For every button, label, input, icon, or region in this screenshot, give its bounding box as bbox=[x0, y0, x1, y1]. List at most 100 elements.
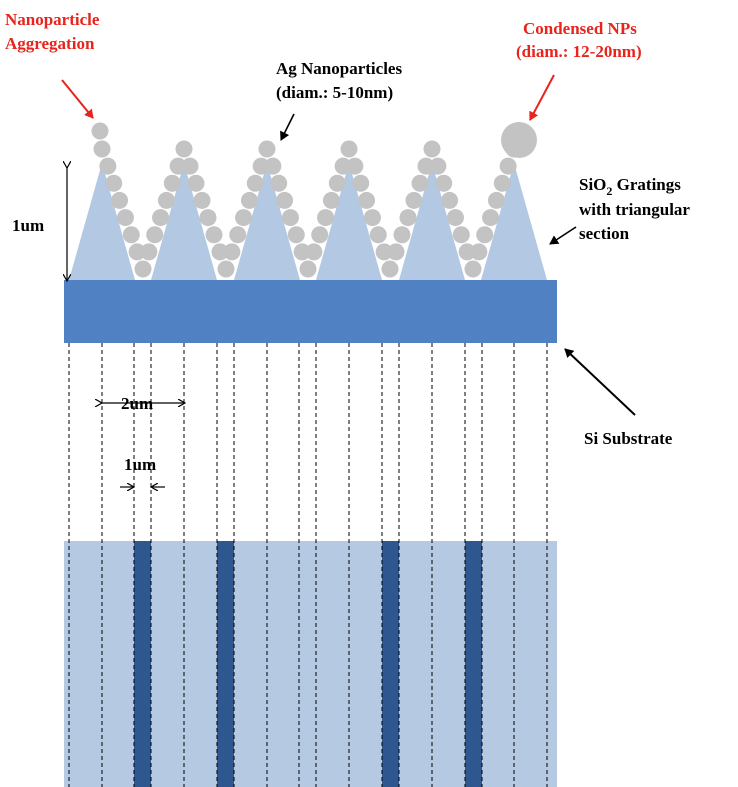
nanoparticle-aggregation-label: Nanoparticle Aggregation bbox=[5, 10, 104, 53]
si-substrate-arrow bbox=[564, 348, 636, 416]
ag-nanoparticle bbox=[122, 226, 140, 244]
ag-nanoparticle bbox=[157, 191, 175, 209]
ag-nanoparticles bbox=[91, 122, 537, 278]
ag-nanoparticle bbox=[229, 226, 247, 244]
ag-nanoparticle bbox=[99, 157, 117, 175]
ag-nanoparticle bbox=[423, 140, 441, 158]
ag-nanoparticle bbox=[381, 260, 399, 278]
condensed-nps-label: Condensed NPs (diam.: 12-20nm) bbox=[516, 19, 642, 61]
ag-nanoparticle bbox=[134, 260, 152, 278]
ag-nanoparticle bbox=[175, 140, 193, 158]
ag-nanoparticle bbox=[128, 243, 146, 261]
ag-nanoparticle bbox=[235, 209, 253, 227]
ag-nanoparticle bbox=[369, 226, 387, 244]
period-label: 2um bbox=[121, 394, 153, 413]
sio2-triangle bbox=[69, 163, 135, 280]
ag-nanoparticle bbox=[328, 174, 346, 192]
ag-nanoparticle bbox=[199, 209, 217, 227]
ag-nanoparticle bbox=[211, 243, 229, 261]
gap-label: 1um bbox=[124, 455, 156, 474]
ag-nanoparticle bbox=[305, 243, 323, 261]
ag-nanoparticle bbox=[334, 157, 352, 175]
ag-nanoparticle bbox=[205, 226, 223, 244]
ag-nanoparticle bbox=[358, 191, 376, 209]
ag-nanoparticle bbox=[270, 174, 288, 192]
ag-nanoparticle bbox=[163, 174, 181, 192]
ag-nanoparticle bbox=[363, 209, 381, 227]
ag-nanoparticle bbox=[281, 209, 299, 227]
ag-nanoparticle bbox=[452, 226, 470, 244]
ag-nanoparticle bbox=[387, 243, 405, 261]
ag-nanoparticle bbox=[105, 174, 123, 192]
top-view-dark-stripe bbox=[465, 541, 482, 787]
ag-nanoparticle bbox=[441, 191, 459, 209]
ag-nanoparticle bbox=[482, 209, 500, 227]
sio2-triangle bbox=[234, 163, 300, 280]
ag-nanoparticle bbox=[311, 226, 329, 244]
ag-nanoparticle bbox=[169, 157, 187, 175]
sio2-triangle bbox=[151, 163, 217, 280]
sio2-arrow bbox=[549, 226, 577, 245]
ag-nanoparticle bbox=[217, 260, 235, 278]
ag-nanoparticle bbox=[287, 226, 305, 244]
sio2-triangle bbox=[316, 163, 382, 280]
ag-nanoparticle bbox=[140, 243, 158, 261]
aggregation-arrow bbox=[61, 79, 94, 119]
ag-nanoparticle bbox=[187, 174, 205, 192]
ag-nanoparticle bbox=[493, 174, 511, 192]
si-substrate-block bbox=[64, 280, 557, 343]
ag-nanoparticle bbox=[346, 157, 364, 175]
ag-nanoparticle bbox=[116, 209, 134, 227]
ag-nanoparticle bbox=[111, 191, 129, 209]
ag-nanoparticle bbox=[93, 140, 111, 158]
ag-nanoparticle bbox=[276, 191, 294, 209]
sio2-triangle bbox=[481, 163, 547, 280]
ag-nanoparticle bbox=[181, 157, 199, 175]
ag-nanoparticle bbox=[399, 209, 417, 227]
ag-nanoparticle bbox=[91, 122, 109, 140]
ag-nanoparticle bbox=[429, 157, 447, 175]
ag-nanoparticle bbox=[246, 174, 264, 192]
si-substrate-label: Si Substrate bbox=[584, 429, 673, 448]
ag-nanoparticle bbox=[405, 191, 423, 209]
ag-nanoparticle bbox=[435, 174, 453, 192]
projection-lines bbox=[68, 343, 548, 787]
ag-nanoparticles-label: Ag Nanoparticles (diam.: 5-10nm) bbox=[276, 59, 406, 102]
ag-nanoparticle bbox=[146, 226, 164, 244]
ag-nanoparticle bbox=[322, 191, 340, 209]
ag-nanoparticle bbox=[299, 260, 317, 278]
ag-nanoparticle bbox=[317, 209, 335, 227]
ag-nanoparticle bbox=[293, 243, 311, 261]
ag-nanoparticle bbox=[464, 260, 482, 278]
condensed-nanoparticle bbox=[501, 122, 537, 158]
ag-nanoparticle bbox=[240, 191, 258, 209]
sio2-gratings-label: SiO2 Gratings with triangular section bbox=[579, 175, 694, 243]
ag-nanoparticle bbox=[417, 157, 435, 175]
top-view-dark-stripe bbox=[217, 541, 234, 787]
ag-nanoparticle bbox=[476, 226, 494, 244]
condensed-arrow bbox=[529, 74, 555, 121]
top-view-pattern bbox=[64, 541, 557, 787]
ag-nanoparticle bbox=[470, 243, 488, 261]
ag-nanoparticle bbox=[393, 226, 411, 244]
ag-nanoparticle bbox=[375, 243, 393, 261]
ag-nanoparticle bbox=[352, 174, 370, 192]
ag-nanoparticle bbox=[152, 209, 170, 227]
ag-nanoparticle bbox=[193, 191, 211, 209]
ag-nanoparticle bbox=[446, 209, 464, 227]
ag-nanoparticle bbox=[223, 243, 241, 261]
ag-nanoparticle bbox=[264, 157, 282, 175]
top-view-dark-stripe bbox=[382, 541, 399, 787]
sio2-triangle bbox=[399, 163, 465, 280]
ag-nanoparticle bbox=[499, 157, 517, 175]
sio2-gratings bbox=[69, 163, 547, 280]
ag-nanoparticle bbox=[252, 157, 270, 175]
ag-nanoparticle bbox=[258, 140, 276, 158]
ag-nanoparticle bbox=[411, 174, 429, 192]
top-view-dark-stripe bbox=[134, 541, 151, 787]
ag-nanoparticle bbox=[487, 191, 505, 209]
height-label: 1um bbox=[12, 216, 44, 235]
ag-nanoparticle bbox=[458, 243, 476, 261]
ag-nanoparticle bbox=[340, 140, 358, 158]
